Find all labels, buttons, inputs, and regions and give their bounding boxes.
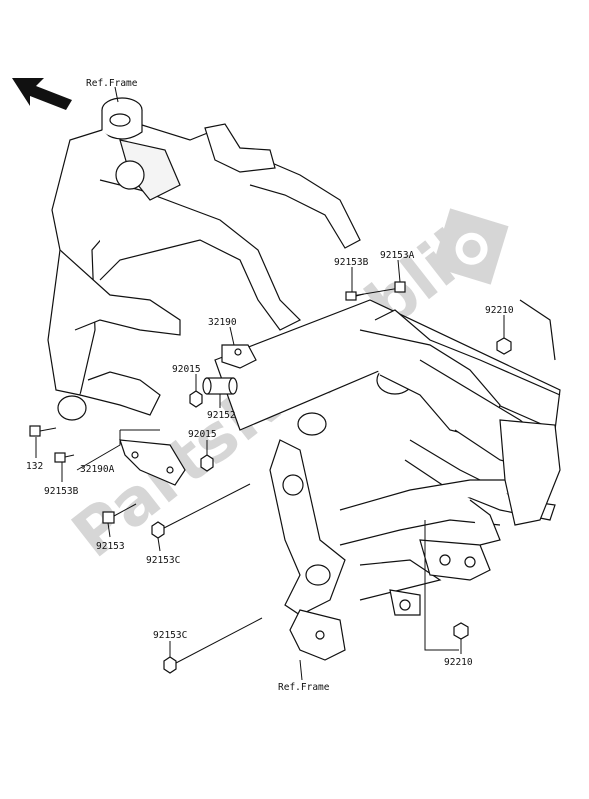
nut-92210-lower-icon xyxy=(453,622,469,640)
frame-drawing xyxy=(47,97,561,661)
part-label-92152: 92152 xyxy=(207,410,236,421)
fasteners xyxy=(29,281,512,674)
part-label-92153: 92153 xyxy=(96,541,125,552)
bolt-92153C-lower-icon xyxy=(163,617,263,674)
ref-frame-label-bottom: Ref.Frame xyxy=(278,682,330,693)
part-label-92015-lower: 92015 xyxy=(188,429,217,440)
bolt-132-icon xyxy=(29,425,57,437)
nut-92015-upper-icon xyxy=(189,390,203,408)
nut-92015-lower-icon xyxy=(200,454,214,472)
leader-lines xyxy=(35,86,505,681)
gear-icon xyxy=(432,208,509,285)
collar-92152-icon xyxy=(202,377,238,395)
bolt-92153C-upper-icon xyxy=(151,483,251,539)
part-label-92153C-lower: 92153C xyxy=(153,630,187,641)
part-label-132: 132 xyxy=(26,461,43,472)
part-label-92153B: 92153B xyxy=(334,257,369,268)
part-label-32190: 32190 xyxy=(208,317,237,328)
nut-92210-upper-icon xyxy=(496,337,512,355)
part-label-92210-lower: 92210 xyxy=(444,657,473,668)
part-label-92210-upper: 92210 xyxy=(485,305,514,316)
part-label-32190A: 32190A xyxy=(80,464,115,475)
front-direction-arrow-icon xyxy=(12,78,72,110)
part-label-92153C-upper: 92153C xyxy=(146,555,180,566)
bolt-92153B-upper-icon xyxy=(345,291,365,301)
part-label-92015-upper: 92015 xyxy=(172,364,201,375)
part-labels: Ref.Frame 92153B 92153A 32190 92210 9201… xyxy=(26,78,514,693)
ref-frame-label-top: Ref.Frame xyxy=(86,78,138,89)
part-label-92153A: 92153A xyxy=(380,250,415,261)
part-label-92153B-lower: 92153B xyxy=(44,486,79,497)
bolt-92153B-lower-icon xyxy=(54,452,75,463)
